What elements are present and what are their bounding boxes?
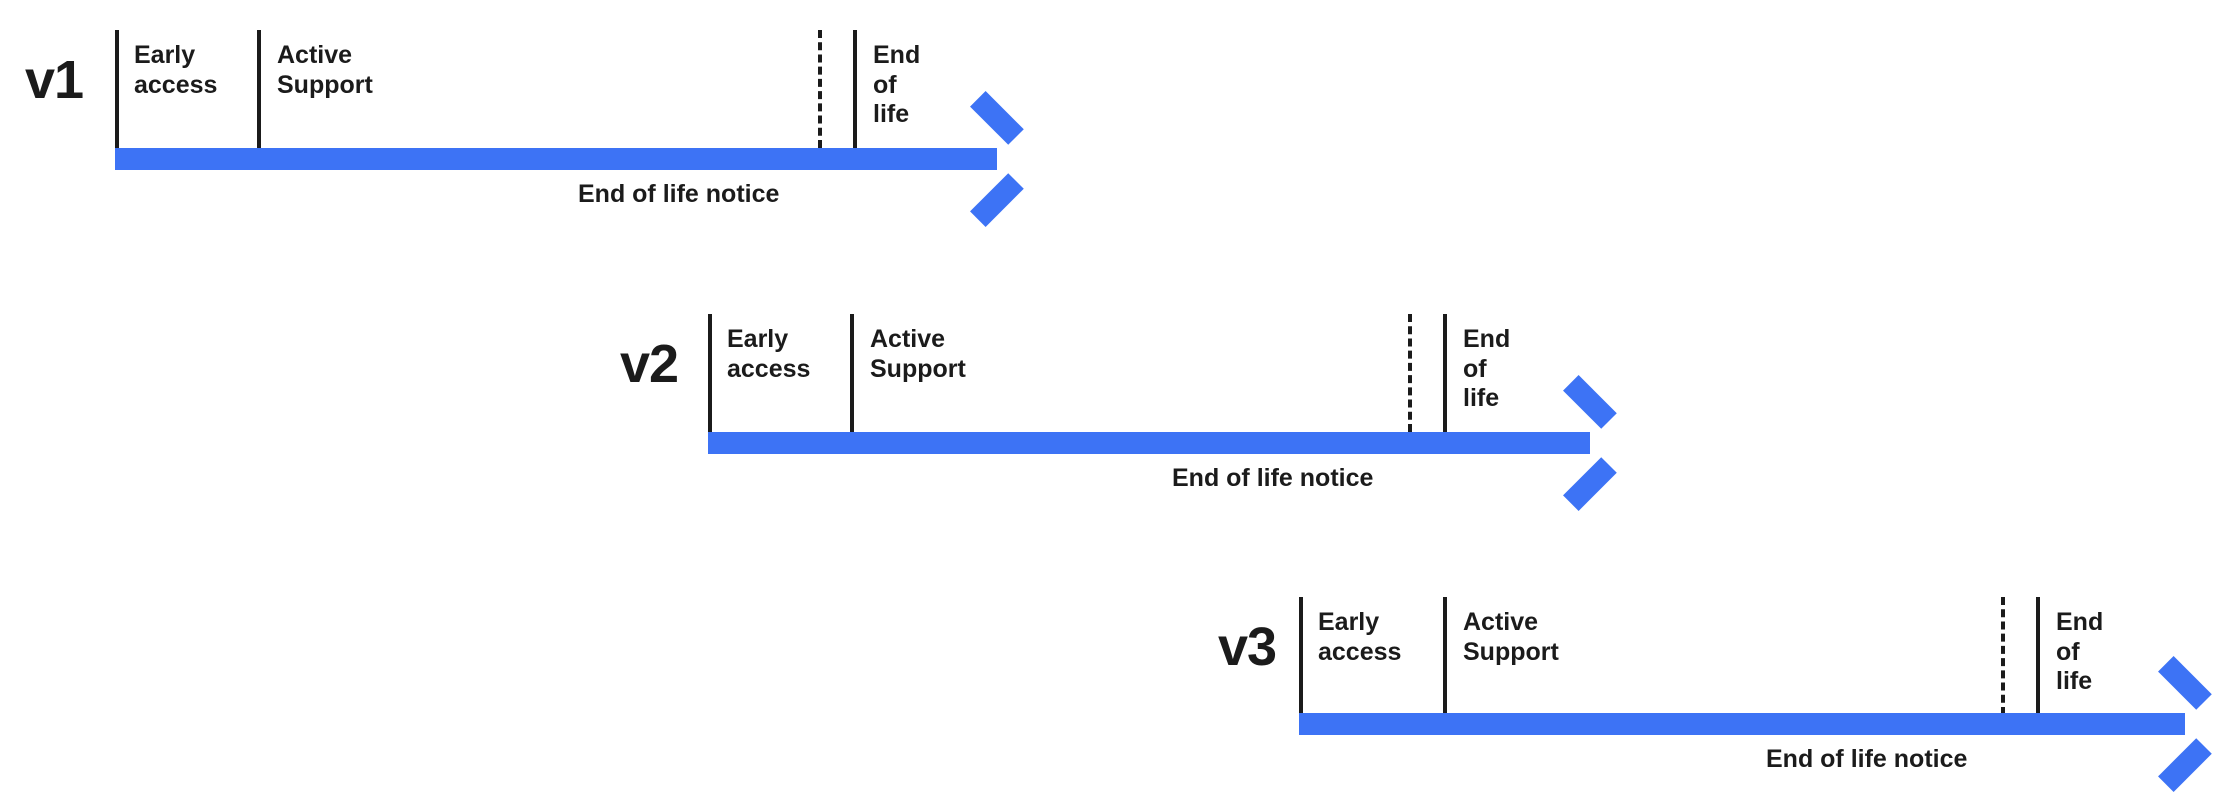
- version-label-v3: v3: [1218, 617, 1277, 677]
- phase-divider-end-of-life-v3: [2036, 597, 2040, 715]
- timeline-bar-v3: [1299, 713, 2185, 735]
- timeline-arrow-head-v1: [970, 91, 1030, 227]
- phase-divider-end-of-life-v2: [1443, 314, 1447, 432]
- version-label-v1: v1: [25, 50, 84, 110]
- phase-label-end-of-life-v2: End of life: [1463, 325, 1511, 412]
- end-of-life-notice-marker-v2: [1408, 314, 1412, 432]
- timeline-bar-v2: [708, 432, 1590, 454]
- phase-divider-start-v1: [115, 30, 119, 148]
- phase-divider-early-access-end-v1: [257, 30, 261, 148]
- end-of-life-notice-marker-v3: [2001, 597, 2005, 715]
- phase-divider-start-v3: [1299, 597, 1303, 715]
- timeline-arrow-head-v2: [1563, 375, 1623, 511]
- phase-divider-start-v2: [708, 314, 712, 432]
- timeline-bar-v1: [115, 148, 997, 170]
- phase-divider-early-access-end-v2: [850, 314, 854, 432]
- notice-label-v2: End of life notice: [1172, 464, 1374, 492]
- phase-label-active-support-v1: Active Support: [277, 41, 373, 99]
- timeline-arrow-head-v3: [2158, 656, 2218, 792]
- phase-divider-early-access-end-v3: [1443, 597, 1447, 715]
- phase-label-early-access-v2: Early access: [727, 325, 811, 383]
- phase-label-early-access-v1: Early access: [134, 41, 218, 99]
- notice-label-v1: End of life notice: [578, 180, 780, 208]
- phase-label-early-access-v3: Early access: [1318, 608, 1402, 666]
- phase-divider-end-of-life-v1: [853, 30, 857, 148]
- phase-label-active-support-v3: Active Support: [1463, 608, 1559, 666]
- notice-label-v3: End of life notice: [1766, 745, 1968, 773]
- version-label-v2: v2: [620, 334, 679, 394]
- phase-label-end-of-life-v3: End of life: [2056, 608, 2104, 695]
- end-of-life-notice-marker-v1: [818, 30, 822, 148]
- phase-label-end-of-life-v1: End of life: [873, 41, 921, 128]
- phase-label-active-support-v2: Active Support: [870, 325, 966, 383]
